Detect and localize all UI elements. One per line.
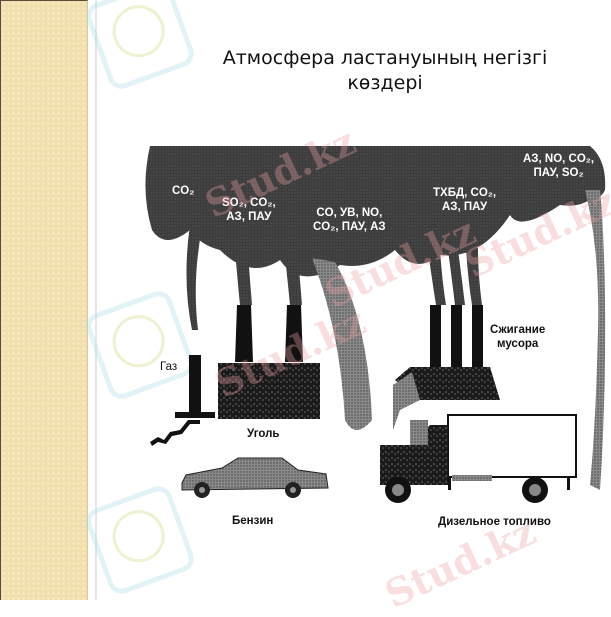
slide-title-line1: Атмосфера ластануының негізгі xyxy=(222,47,548,69)
slide-divider-line xyxy=(95,0,97,600)
waste-incinerator xyxy=(393,305,500,430)
petrol-car xyxy=(181,457,329,498)
slide-sidebar-decoration xyxy=(0,0,88,600)
gas-flare-stack xyxy=(150,355,215,446)
diesel-truck xyxy=(380,414,577,503)
cloud-label-coal-emissions: SO₂, CO₂,АЗ, ПАУ xyxy=(222,197,276,223)
pollution-illustration xyxy=(145,146,606,503)
cloud-label-diesel-emissions: АЗ, NO, CO₂,ПАУ, SO₂ xyxy=(523,153,595,179)
source-label-gas: Газ xyxy=(160,361,178,373)
source-label-petrol: Бензин xyxy=(232,515,274,527)
source-label-diesel: Дизельное топливо xyxy=(438,516,551,528)
cloud-label-petrol-emissions: CO, УВ, NO,CO₂, ПАУ, АЗ xyxy=(313,207,386,233)
cloud-label-waste-emissions: ТХБД, CO₂,АЗ, ПАУ xyxy=(433,187,497,213)
source-label-coal: Уголь xyxy=(247,428,280,440)
cloud-label-co2: CO₂ xyxy=(172,185,195,197)
slide-title-line2: көздері xyxy=(347,72,423,94)
slide-title: Атмосфера ластануының негізгі көздері xyxy=(200,46,570,96)
coal-plant xyxy=(218,305,320,419)
smoke-cloud xyxy=(145,146,606,490)
